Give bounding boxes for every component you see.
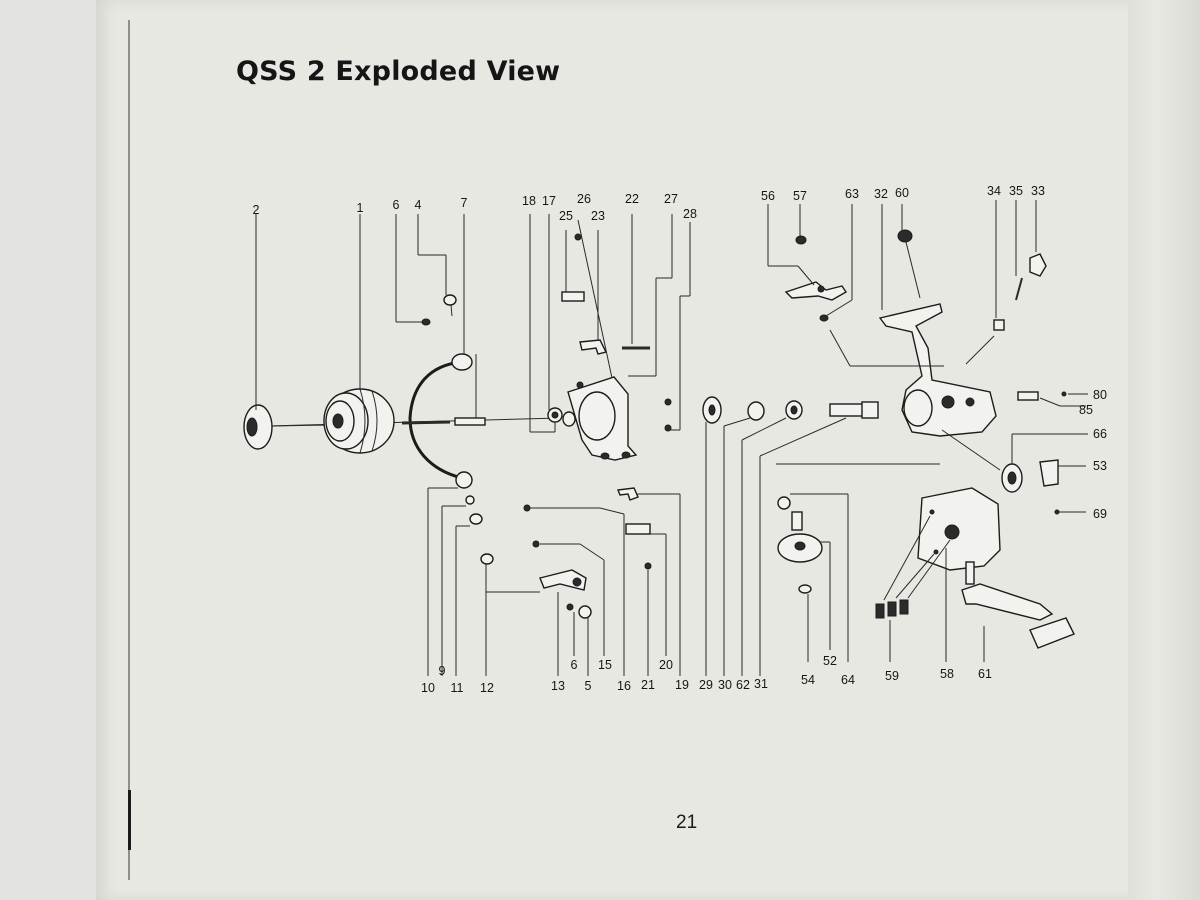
part-13-bail-arm-drawing xyxy=(523,504,592,619)
part-9-12-small-drawing xyxy=(465,495,494,565)
callout-53: 53 xyxy=(1093,459,1107,473)
callout-10: 10 xyxy=(421,681,435,695)
callout-1: 1 xyxy=(357,201,364,215)
callout-5: 5 xyxy=(585,679,592,693)
callout-6-top: 6 xyxy=(393,198,400,212)
page-spine-line xyxy=(128,20,130,880)
callout-63: 63 xyxy=(845,187,859,201)
part-60-cap-drawing xyxy=(897,229,913,243)
part-80-85-drawing xyxy=(1017,391,1067,401)
callout-16: 16 xyxy=(617,679,631,693)
callout-54: 54 xyxy=(801,673,815,687)
callout-69: 69 xyxy=(1093,507,1107,521)
callout-25: 25 xyxy=(559,209,573,223)
callout-20: 20 xyxy=(659,658,673,672)
callout-58: 58 xyxy=(940,667,954,681)
callout-57: 57 xyxy=(793,189,807,203)
callout-12: 12 xyxy=(480,681,494,695)
callout-56: 56 xyxy=(761,189,775,203)
page-spine-mark xyxy=(128,790,131,850)
callout-19: 19 xyxy=(675,678,689,692)
page-title: QSS 2 Exploded View xyxy=(236,56,561,87)
callout-22: 22 xyxy=(625,192,639,206)
callout-4: 4 xyxy=(415,198,422,212)
background-left xyxy=(0,0,110,900)
leader-lines xyxy=(255,200,1088,676)
part-22-26-top-drawing xyxy=(561,233,650,355)
part-53-66-gear-drawing xyxy=(1001,459,1060,515)
part-33-35-drawing xyxy=(993,253,1047,331)
callout-80: 80 xyxy=(1093,388,1107,402)
part-59-screws-drawing xyxy=(875,599,909,619)
part-19-21-lower-drawing xyxy=(617,487,652,570)
callout-21: 21 xyxy=(641,678,655,692)
callout-9: 9 xyxy=(439,664,446,678)
callout-6-bottom: 6 xyxy=(571,658,578,672)
callout-35: 35 xyxy=(1009,184,1023,198)
callout-11: 11 xyxy=(451,681,464,695)
part-rotor-drawing xyxy=(567,376,638,461)
page-number: 21 xyxy=(676,812,698,833)
callout-30: 30 xyxy=(718,678,732,692)
part-bail-wire-drawing xyxy=(401,353,486,489)
callout-29: 29 xyxy=(699,678,713,692)
callout-2: 2 xyxy=(253,203,260,217)
part-61-handle-drawing xyxy=(961,561,1075,649)
callout-26: 26 xyxy=(577,192,591,206)
part-32-body-drawing xyxy=(878,303,997,437)
page-edge-right xyxy=(1128,0,1200,900)
callout-17: 17 xyxy=(542,194,556,208)
callout-28: 28 xyxy=(683,207,697,221)
callout-15: 15 xyxy=(598,658,612,672)
part-27-28-drawing xyxy=(664,398,672,432)
part-2-drawing xyxy=(243,404,331,450)
part-4-6-screws-drawing xyxy=(421,294,457,326)
part-29-31-washers-drawing xyxy=(702,396,803,424)
part-58-side-cover-drawing xyxy=(917,487,1001,571)
callout-60: 60 xyxy=(895,186,909,200)
part-pinion-drawing xyxy=(829,401,879,419)
callout-59: 59 xyxy=(885,669,899,683)
callout-66: 66 xyxy=(1093,427,1107,441)
callout-31: 31 xyxy=(754,677,768,691)
callout-27: 27 xyxy=(664,192,678,206)
callout-32: 32 xyxy=(874,187,888,201)
callout-61: 61 xyxy=(978,667,992,681)
part-17-18-washers-drawing xyxy=(547,407,576,427)
callout-33: 33 xyxy=(1031,184,1045,198)
callout-18: 18 xyxy=(522,194,536,208)
callout-62: 62 xyxy=(736,678,750,692)
callout-64: 64 xyxy=(841,673,855,687)
manual-page xyxy=(96,0,1176,900)
callout-85: 85 xyxy=(1079,403,1093,417)
callout-13: 13 xyxy=(551,679,565,693)
part-1-spool-drawing xyxy=(323,388,395,454)
part-52-54-64-drawing xyxy=(777,496,823,594)
callout-23: 23 xyxy=(591,209,605,223)
callout-34: 34 xyxy=(987,184,1001,198)
callout-7: 7 xyxy=(461,196,468,210)
callout-52: 52 xyxy=(823,654,837,668)
part-56-57-drawing xyxy=(784,235,847,322)
callout-numbers: 2 1 6 4 7 18 17 26 25 23 22 27 28 56 57 … xyxy=(253,184,1107,695)
